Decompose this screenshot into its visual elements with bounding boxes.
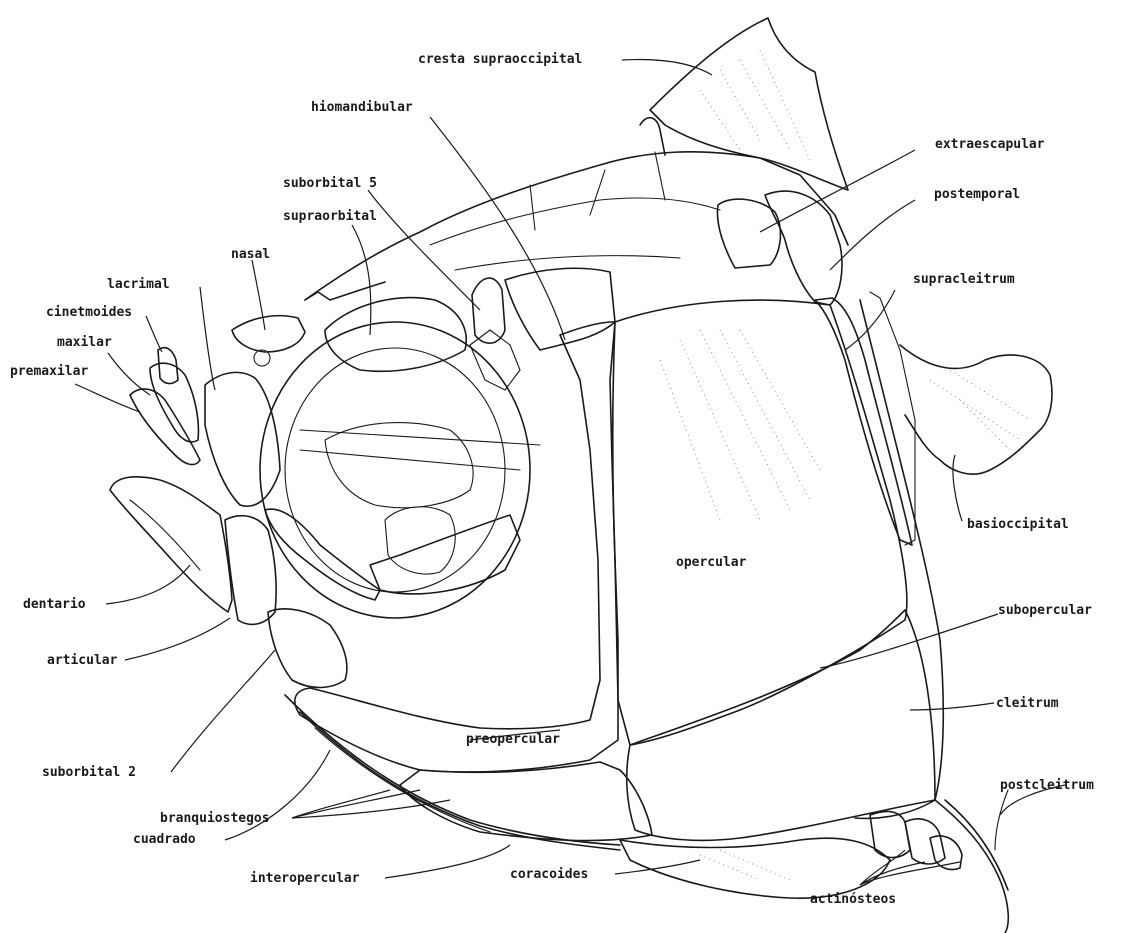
cuadrado-bone: [268, 609, 347, 688]
preopercular-bone: [295, 322, 618, 772]
label-actinosteos: actinósteos: [810, 892, 896, 907]
label-lacrimal: lacrimal: [107, 277, 170, 292]
label-basioccipital: basioccipital: [967, 517, 1069, 532]
label-supracleitrum: supracleitrum: [913, 272, 1015, 287]
leader-lines: [75, 60, 1065, 885]
label-supraorbital: supraorbital: [283, 209, 377, 224]
dentario-bone: [110, 477, 232, 612]
label-interopercular: interopercular: [250, 871, 360, 886]
inner-cranial-structures: [300, 423, 540, 574]
lower-suborbital-bones: [370, 515, 520, 594]
label-articular: articular: [47, 653, 118, 668]
label-premaxilar: premaxilar: [10, 364, 88, 379]
lacrimal-bone: [205, 372, 280, 506]
hiomandibular-bone: [505, 268, 615, 350]
label-postcleitrum: postcleitrum: [1000, 778, 1094, 793]
nasal-bone: [232, 316, 305, 366]
label-coracoides: coracoides: [510, 867, 588, 882]
premaxilar-bone: [130, 389, 200, 465]
cresta-supraoccipital-bone: [640, 18, 848, 190]
cranium-outline: [305, 152, 848, 300]
suborbital-5-bone: [472, 278, 505, 343]
label-nasal: nasal: [231, 247, 270, 262]
label-preopercular: preopercular: [466, 732, 560, 747]
label-dentario: dentario: [23, 597, 86, 612]
label-branquiostegos: branquiostegos: [160, 811, 270, 826]
label-cinetmoides: cinetmoides: [46, 305, 132, 320]
label-suborbital-5: suborbital 5: [283, 176, 377, 191]
label-extraescapular: extraescapular: [935, 137, 1045, 152]
label-suborbital-2: suborbital 2: [42, 765, 136, 780]
label-opercular: opercular: [676, 555, 747, 570]
label-postemporal: postemporal: [934, 187, 1020, 202]
label-cleitrum: cleitrum: [996, 696, 1059, 711]
maxilar-bone: [150, 363, 198, 442]
label-maxilar: maxilar: [57, 335, 112, 350]
subopercular-bone: [627, 610, 935, 840]
interopercular-bone: [400, 762, 652, 841]
articular-bone: [225, 516, 276, 625]
opercular-bone: [610, 300, 907, 745]
label-hiomandibular: hiomandibular: [311, 100, 413, 115]
actinosteos-bones: [870, 811, 962, 869]
label-cuadrado: cuadrado: [133, 832, 196, 847]
basioccipital-region: [900, 345, 1052, 474]
labels: cresta supraoccipital hiomandibular extr…: [10, 52, 1094, 907]
postcleitrum-bone: [935, 790, 1008, 933]
label-cresta-supraoccipital: cresta supraoccipital: [418, 52, 582, 67]
orbit-ring: [260, 322, 530, 618]
label-subopercular: subopercular: [998, 603, 1092, 618]
